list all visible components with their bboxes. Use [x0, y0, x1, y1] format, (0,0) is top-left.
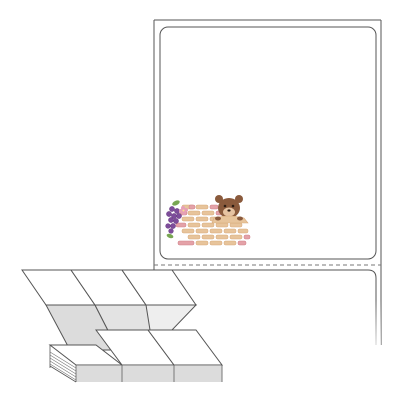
flower-icon	[179, 206, 188, 215]
fanfold-label-stack	[21, 269, 223, 383]
label-outline	[159, 26, 377, 260]
bear-icon	[211, 195, 249, 224]
grapes-icon	[165, 206, 182, 234]
leaf-icon	[166, 200, 180, 239]
bear-wall-illustration	[165, 195, 251, 246]
